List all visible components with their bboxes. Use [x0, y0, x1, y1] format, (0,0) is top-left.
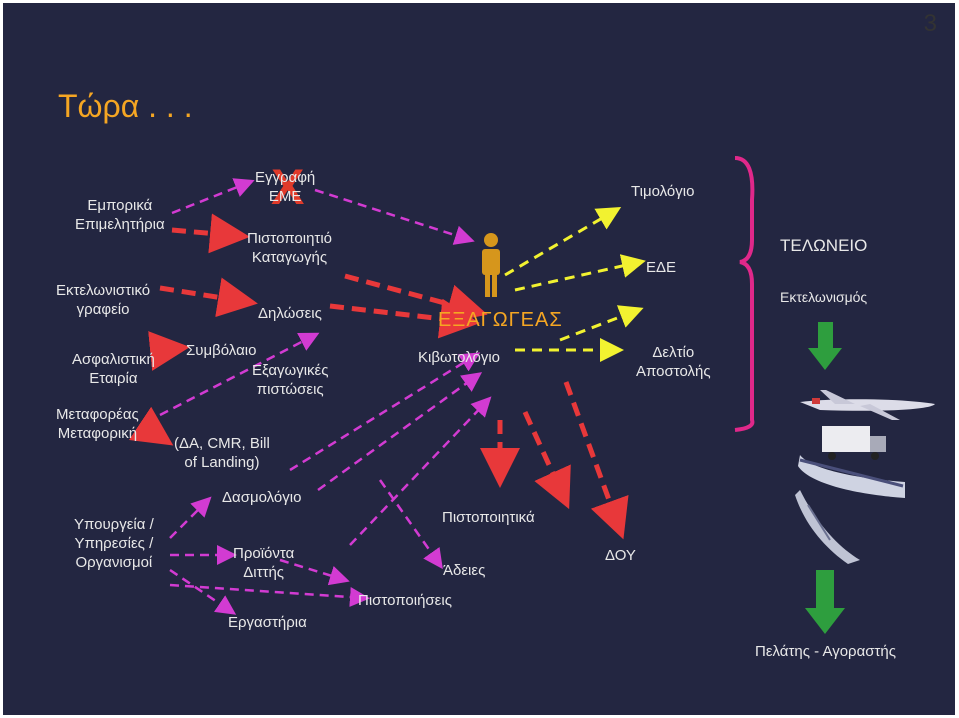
insurance-line-2: Εταιρία [89, 370, 138, 387]
registration-certificate-line-2: Καταγωγής [251, 249, 328, 266]
arrow-exporter-doy [563, 381, 629, 540]
magenta-arrows [159, 178, 492, 615]
carrier-label: Μεταφορέας Μεταφορική [56, 405, 139, 443]
arrow-tariff-exporter [317, 372, 483, 492]
arrow-ministries-labs [169, 568, 237, 615]
x-mark-icon: X [271, 159, 305, 215]
arrow-packing-certificates [522, 410, 571, 510]
arrow-products-permits [279, 558, 350, 586]
red-arrows [128, 213, 629, 540]
person-icon [482, 233, 500, 297]
chambers-label: Εμπορικά Επιμελητήρια [75, 196, 165, 234]
insurance-label: Ασφαλιστική Εταιρία [72, 350, 155, 388]
export-credits-label: Εξαγωγικές πιστώσεις [252, 361, 328, 399]
laboratories-label: Εργαστήρια [228, 614, 307, 631]
brace [734, 156, 755, 432]
page-number: 3 [923, 10, 937, 37]
buyer-label: Πελάτης - Αγοραστής [755, 643, 896, 660]
ministries-line-1: Υπουργεία / [74, 516, 154, 533]
registration-line-2: ΕΜΕ [268, 188, 302, 205]
delivery-note-line-2: Αποστολής [636, 363, 711, 380]
arrow-chambers-registration [171, 178, 255, 215]
arrow-declarations-exporter [329, 298, 480, 339]
customs-label: ΤΕΛΩΝΕΙΟ [780, 236, 868, 255]
arrow-exporter-ede-2 [559, 305, 644, 342]
arrow-chambers-certificate [171, 213, 250, 254]
green-arrow-buyer [805, 570, 845, 634]
registration-line-1: Εγγραφή [255, 169, 316, 186]
arrow-ministries-certifications [169, 583, 370, 607]
dual-products-line-1: Προϊόντα [233, 545, 295, 562]
registration-certificate-line-1: Πιστοποιητιό [247, 230, 333, 247]
ministries-label: Υπουργεία / Υπηρεσίες / Οργανισμοί [74, 515, 154, 572]
tariff-label: Δασμολόγιο [222, 489, 302, 506]
certificates-label: Πιστοποιητικά [442, 509, 535, 526]
delivery-note-line-1: Δελτίο [652, 344, 695, 361]
arrow-ministries-tariff [169, 496, 212, 539]
arrow-carrier-docs [128, 406, 174, 446]
insurance-line-1: Ασφαλιστική [72, 351, 155, 368]
arrow-exporter-ede [514, 254, 646, 292]
train-icon [798, 455, 905, 498]
chambers-line-2: Επιμελητήρια [75, 216, 165, 233]
ede-label: ΕΔΕ [646, 259, 677, 276]
registration-certificate-label: Πιστοποιητιό Καταγωγής [247, 229, 332, 267]
chambers-line-1: Εμπορικά [87, 197, 153, 214]
export-credits-line-2: πιστώσεις [256, 381, 324, 398]
registration-label: Εγγραφή ΕΜΕ [255, 168, 315, 206]
customs-office-label: Εκτελωνιστικό γραφείο [56, 281, 150, 319]
certifications-label: Πιστοποιήσεις [358, 592, 452, 609]
customs-office-line-1: Εκτελωνιστικό [56, 282, 151, 299]
exporter-label: ΕΞΑΓΩΓΕΑΣ [438, 309, 563, 331]
carrier-line-1: Μεταφορέας [56, 406, 139, 423]
arrow-registration-exporter [314, 188, 475, 245]
doy-label: ΔΟΥ [605, 547, 636, 564]
contract-label: Συμβόλαιο [186, 342, 257, 359]
dual-products-line-2: Διττής [243, 564, 285, 581]
transport-docs-line-2: of Landing) [184, 454, 260, 471]
packing-list-label: Κιβωτολόγιο [418, 349, 501, 366]
ministries-line-3: Οργανισμοί [75, 554, 153, 571]
invoice-label: Τιμολόγιο [631, 183, 695, 200]
arrow-certificates-permits [378, 479, 443, 570]
customs-office-line-2: γραφείο [76, 301, 130, 318]
arrow-certificate-exporter [344, 273, 488, 324]
dual-products-label: Προϊόντα Διττής [233, 544, 294, 582]
arrow-exporter-certifications [349, 396, 492, 546]
export-credits-line-1: Εξαγωγικές [252, 362, 329, 379]
airplane-icon [800, 390, 935, 420]
arrow-docs-exporter [289, 352, 481, 472]
arrow-office-declarations [159, 277, 258, 318]
clearance-label: Εκτελωνισμός [780, 289, 868, 305]
transport-docs-line-1: (ΔΑ, CMR, Bill [174, 435, 270, 452]
green-arrows [805, 322, 845, 634]
arrow-insurance-contract [148, 331, 190, 371]
transport-docs-label: (ΔΑ, CMR, Bill of Landing) [174, 434, 270, 472]
delivery-note-label: Δελτίο Αποστολής [636, 343, 711, 381]
ship-icon [795, 490, 860, 564]
green-arrow-customs [808, 322, 842, 370]
ministries-line-2: Υπηρεσίες / [74, 535, 154, 552]
permits-label: Άδειες [443, 562, 486, 579]
arrow-exporter-invoice [504, 206, 622, 277]
yellow-arrows [504, 206, 646, 362]
declarations-label: Δηλώσεις [258, 305, 322, 322]
carrier-line-2: Μεταφορική [57, 425, 138, 442]
slide-title: Τώρα . . . [58, 88, 193, 124]
truck-icon [822, 426, 886, 460]
